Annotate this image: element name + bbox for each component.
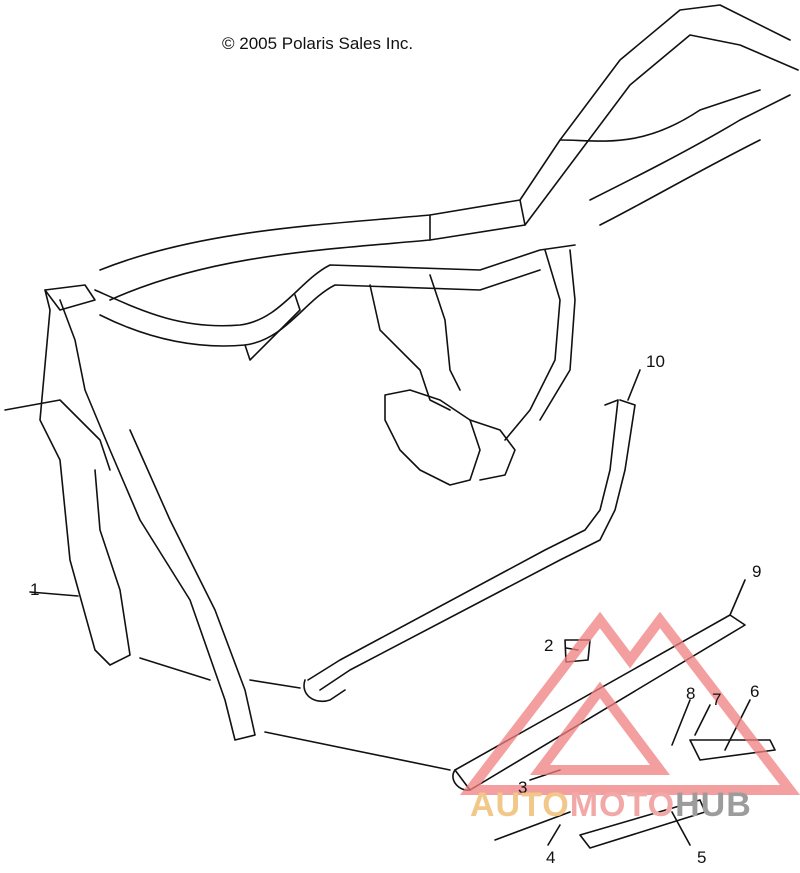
watermark-text: AUTOMOTOHUB <box>470 786 752 825</box>
watermark-hub: HUB <box>675 786 752 824</box>
lower-frame-rail <box>303 399 636 702</box>
watermark-logo <box>459 611 800 795</box>
callout-3: 3 <box>518 778 528 797</box>
watermark-auto: AUTO <box>470 786 570 824</box>
watermark-moto: MOTO <box>569 786 676 824</box>
frame-top-rails <box>99 4 799 301</box>
callout-4: 4 <box>546 848 556 867</box>
callout-9: 9 <box>752 562 762 581</box>
callout-1: 1 <box>30 580 40 599</box>
callout-2: 2 <box>544 636 554 655</box>
callout-10: 10 <box>646 352 665 371</box>
callout-6: 6 <box>750 682 760 701</box>
callout-8: 8 <box>686 684 696 703</box>
front-downtubes <box>4 284 256 741</box>
copyright-notice: © 2005 Polaris Sales Inc. <box>222 34 414 53</box>
callout-7: 7 <box>712 690 722 709</box>
engine-mount-brackets <box>369 249 576 486</box>
callout-5: 5 <box>697 848 707 867</box>
frame-side-rail <box>94 244 576 361</box>
